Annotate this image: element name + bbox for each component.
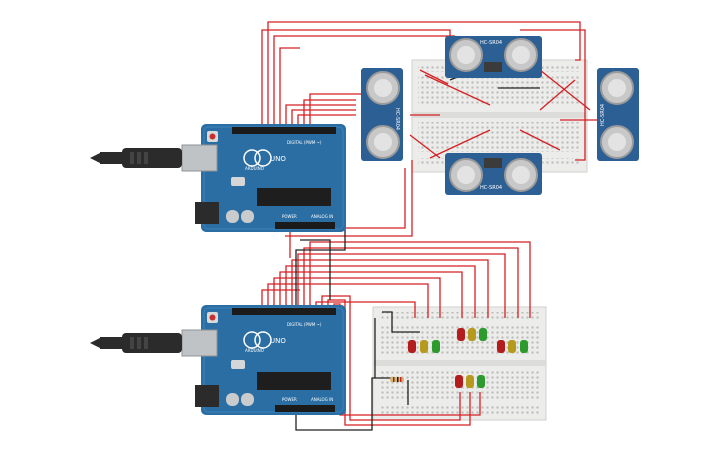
digital-header — [232, 308, 336, 315]
ultrasonic-sensor-bottom: HC-SR04 — [445, 153, 542, 195]
resistor — [390, 377, 404, 382]
digital-label: DIGITAL (PWM ~) — [287, 140, 322, 145]
led-group-2 — [457, 328, 487, 341]
led-green — [432, 340, 440, 353]
led-yellow — [420, 340, 428, 353]
ultrasonic-sensor-left: HC-SR04 — [361, 68, 403, 161]
model-label: UNO — [270, 337, 286, 345]
arduino-bottom: DIGITAL (PWM ~) UNO ARDUINO POWER ANALOG… — [90, 305, 346, 415]
usb-connector — [90, 144, 218, 172]
usb-connector — [90, 329, 218, 357]
power-jack — [195, 202, 219, 224]
led-red — [457, 328, 465, 341]
power-header — [275, 222, 335, 229]
led-green — [477, 375, 485, 388]
power-header — [275, 405, 335, 412]
digital-header — [232, 127, 336, 134]
ultrasonic-sensor-top: HC-SR04 — [445, 36, 542, 78]
power-jack — [195, 385, 219, 407]
model-label: UNO — [270, 155, 286, 163]
svg-text:HC-SR04: HC-SR04 — [600, 104, 606, 126]
led-yellow — [508, 340, 516, 353]
svg-text:ANALOG IN: ANALOG IN — [311, 397, 333, 402]
digital-label: DIGITAL (PWM ~) — [287, 322, 322, 327]
svg-text:HC-SR04: HC-SR04 — [394, 108, 400, 130]
svg-text:HC-SR04: HC-SR04 — [480, 40, 502, 46]
svg-text:HC-SR04: HC-SR04 — [480, 185, 502, 191]
svg-text:ANALOG IN: ANALOG IN — [311, 214, 333, 219]
led-red — [408, 340, 416, 353]
svg-text:POWER: POWER — [282, 397, 297, 402]
led-yellow — [468, 328, 476, 341]
led-group-4 — [455, 375, 485, 388]
brand-label: ARDUINO — [245, 166, 264, 171]
led-yellow — [466, 375, 474, 388]
ultrasonic-sensor-right: HC-SR04 — [597, 68, 639, 161]
arduino-top: DIGITAL (PWM ~) UNO ARDUINO POWER ANALOG… — [90, 124, 346, 232]
led-red — [497, 340, 505, 353]
svg-text:POWER: POWER — [282, 214, 297, 219]
led-group-3 — [497, 340, 528, 353]
microcontroller — [257, 188, 331, 206]
brand-label: ARDUINO — [245, 348, 264, 353]
led-green — [520, 340, 528, 353]
led-red — [455, 375, 463, 388]
led-green — [479, 328, 487, 341]
led-group-1 — [408, 340, 440, 353]
microcontroller — [257, 372, 331, 390]
